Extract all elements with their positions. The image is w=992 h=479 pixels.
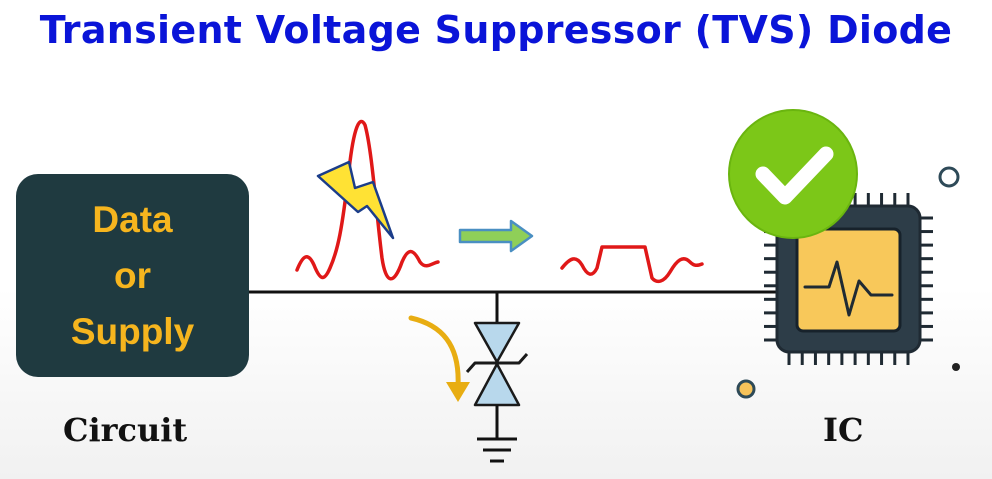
tvs-diode-symbol <box>465 292 529 438</box>
circuit-box-line-3: Supply <box>70 310 195 352</box>
page-title: Transient Voltage Suppressor (TVS) Diode <box>39 8 953 52</box>
ic-label: IC <box>823 411 864 449</box>
decor-dot-dark <box>952 363 960 371</box>
circuit-box-line-2: or <box>114 254 151 296</box>
ground-symbol <box>477 437 517 463</box>
decor-dot-orange <box>736 379 756 399</box>
check-mark-icon <box>728 109 858 239</box>
decor-dot-blue <box>938 166 960 188</box>
circuit-box: Data or Supply <box>16 174 249 377</box>
lightning-bolt-icon <box>316 160 395 240</box>
circuit-box-line-1: Data <box>92 198 173 240</box>
right-arrow-icon <box>458 219 534 253</box>
transient-spike-waveform <box>295 119 440 281</box>
current-diversion-arrow <box>408 315 470 402</box>
clamped-waveform <box>560 245 704 284</box>
ic-chip-icon <box>764 193 933 365</box>
circuit-label: Circuit <box>63 411 188 449</box>
